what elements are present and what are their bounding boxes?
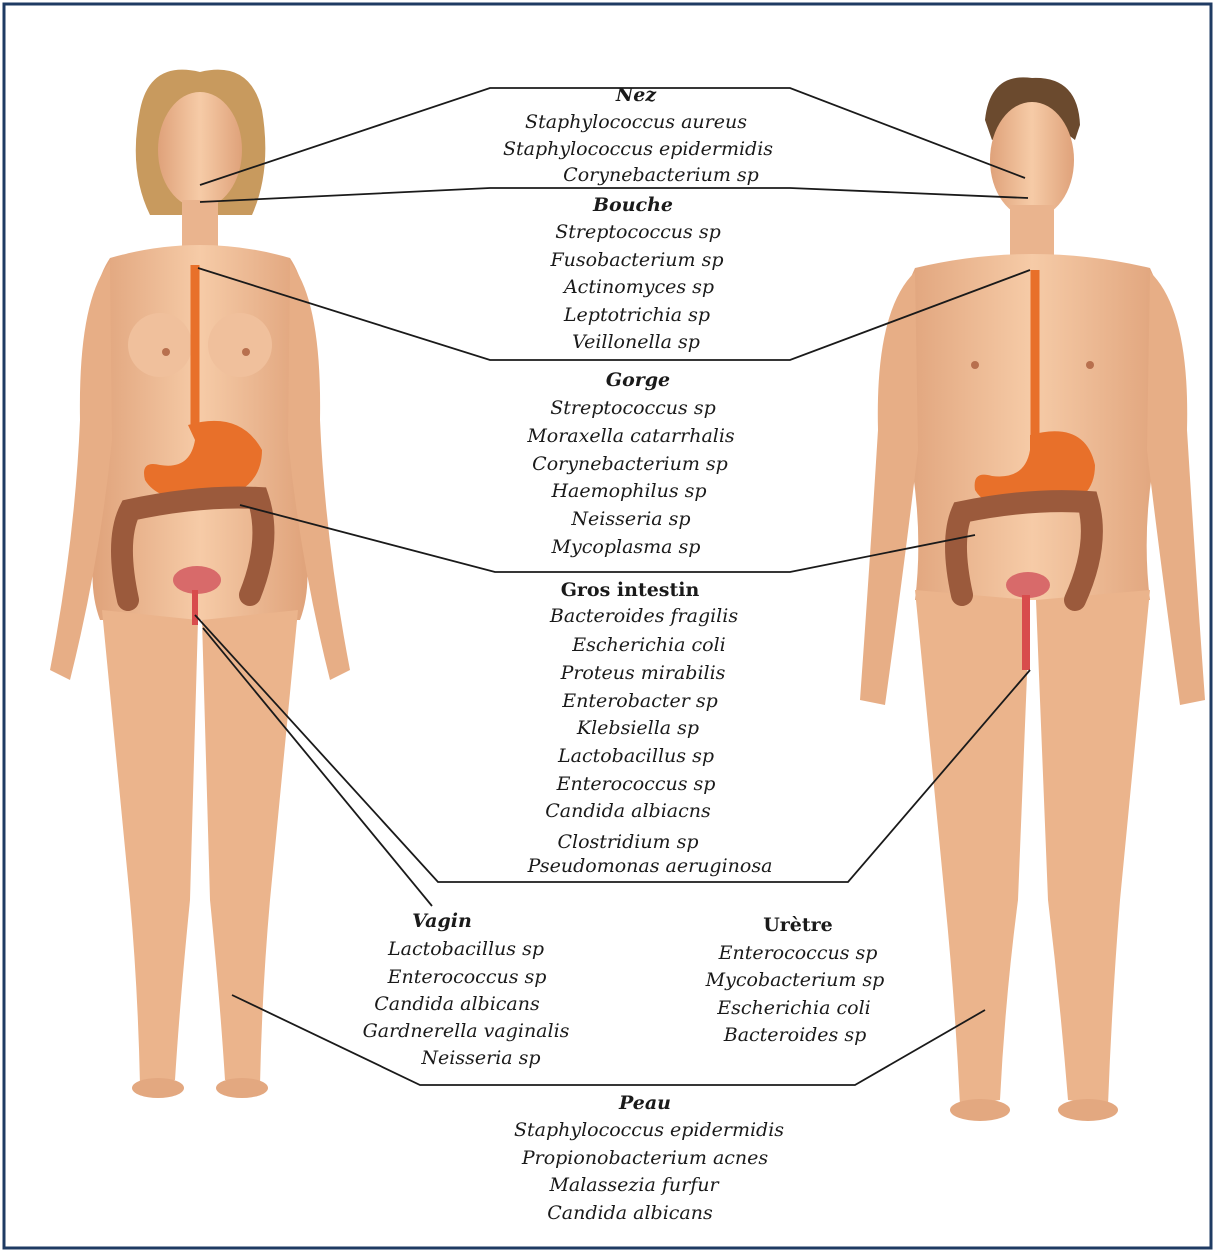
bouche-item: Streptococcus sp — [555, 221, 721, 243]
vagin-title: Vagin — [412, 910, 472, 932]
vagin-item: Lactobacillus sp — [388, 938, 544, 960]
vagin-item: Enterococcus sp — [388, 966, 547, 988]
gros-intestin-item: Enterococcus sp — [557, 773, 716, 795]
gros-intestin-item: Pseudomonas aeruginosa — [528, 855, 773, 877]
uretre-item: Mycobacterium sp — [706, 969, 885, 991]
gorge-item: Corynebacterium sp — [532, 453, 728, 475]
nez-item: Staphylococcus epidermidis — [503, 138, 773, 160]
gros-intestin-item: Candida albiacns — [545, 800, 710, 822]
gorge-item: Haemophilus sp — [551, 480, 706, 502]
uretre-item: Enterococcus sp — [719, 942, 878, 964]
female-figure — [50, 70, 350, 1098]
peau-item: Staphylococcus epidermidis — [514, 1119, 784, 1141]
uretre-item: Bacteroides sp — [724, 1024, 867, 1046]
gorge-item: Neisseria sp — [571, 508, 690, 530]
gros-intestin-item: Proteus mirabilis — [561, 662, 726, 684]
nez-item: Staphylococcus aureus — [525, 111, 747, 133]
bouche-title: Bouche — [593, 194, 673, 216]
vagin-item: Neisseria sp — [421, 1047, 540, 1069]
gros-intestin-item: Klebsiella sp — [577, 717, 699, 739]
bouche-item: Leptotrichia sp — [564, 304, 710, 326]
vagin-item: Candida albicans — [374, 993, 539, 1015]
gorge-item: Streptococcus sp — [550, 397, 716, 419]
male-figure — [860, 77, 1205, 1121]
gorge-item: Mycoplasma sp — [552, 536, 701, 558]
bouche-item: Actinomyces sp — [564, 276, 714, 298]
uretre-item: Escherichia coli — [717, 997, 870, 1019]
gros-intestin-item: Bacteroides fragilis — [550, 605, 738, 627]
vagin-item: Gardnerella vaginalis — [363, 1020, 570, 1042]
peau-title: Peau — [619, 1092, 671, 1114]
gros-intestin-item: Enterobacter sp — [562, 690, 718, 712]
gros-intestin-item: Lactobacillus sp — [558, 745, 714, 767]
nez-title: Nez — [616, 84, 656, 106]
peau-item: Candida albicans — [547, 1202, 712, 1224]
bouche-item: Fusobacterium sp — [551, 249, 724, 271]
gros-intestin-title: Gros intestin — [561, 579, 700, 601]
nez-item: Corynebacterium sp — [563, 164, 759, 186]
peau-item: Propionobacterium acnes — [522, 1147, 768, 1169]
gorge-title: Gorge — [606, 369, 670, 391]
gorge-item: Moraxella catarrhalis — [527, 425, 734, 447]
bouche-item: Veillonella sp — [572, 331, 700, 353]
peau-item: Malassezia furfur — [549, 1174, 718, 1196]
gros-intestin-item: Clostridium sp — [557, 831, 698, 853]
uretre-title: Urètre — [763, 914, 833, 936]
gros-intestin-item: Escherichia coli — [572, 634, 725, 656]
